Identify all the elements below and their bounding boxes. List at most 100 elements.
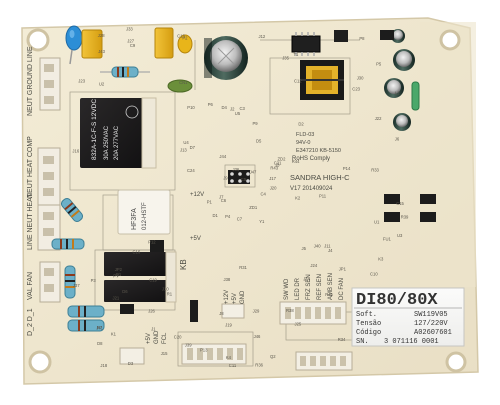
designator-label: J22	[375, 116, 382, 121]
sticker-codigo-value: A02607601	[414, 329, 452, 337]
designator-label: P8	[359, 36, 365, 41]
designator-label: Q2	[270, 354, 276, 359]
blue-capacitor-top	[65, 25, 83, 51]
sticker-soft-label: Soft.	[356, 311, 377, 319]
designator-label: J3	[275, 163, 280, 168]
designator-label: K3	[378, 257, 384, 262]
label-neut-heat-comp: NEUT HEAT COMP	[27, 136, 34, 198]
designator-label: J17	[269, 176, 276, 181]
designator-label: R39	[401, 215, 409, 220]
film-capacitor-c6	[154, 27, 174, 59]
designator-label: D4	[222, 105, 228, 110]
silk-bottom-3: FCL	[162, 332, 168, 344]
bottom-connectors	[119, 301, 353, 371]
transformer	[300, 60, 344, 100]
designator-label: JP1	[339, 267, 347, 272]
designator-label: J23	[78, 79, 85, 84]
silkscreen-text: SANDRA HIGH-C V17 201409024 RoHS Comply …	[146, 132, 350, 344]
blue-capacitors	[65, 25, 83, 65]
designator-label: J30	[357, 76, 364, 81]
designator-label: C7	[237, 217, 243, 222]
silk-rohs: RoHS Comply	[292, 156, 330, 162]
designator-label: L2	[395, 90, 400, 95]
silk-94v0: 94V-0	[296, 140, 310, 146]
designator-label: C12	[294, 78, 302, 83]
designator-label: P11	[319, 193, 327, 198]
designator-label: D5	[256, 138, 262, 143]
designator-label: FU1	[383, 237, 392, 242]
designator-label: P14	[343, 166, 351, 171]
designator-label: P10	[187, 105, 195, 110]
designator-label: J35	[282, 55, 289, 60]
silk-conn-label-3: FRZ SEN	[306, 274, 312, 300]
designator-label: R44	[292, 159, 300, 164]
designator-label: J44	[219, 154, 226, 159]
designator-label: U1	[374, 219, 380, 224]
designator-label: Y1	[259, 219, 265, 224]
designator-label: J33	[126, 26, 133, 31]
resistor-r-top	[100, 66, 150, 78]
designator-label: P12	[148, 240, 156, 245]
designator-label: P4	[225, 214, 231, 219]
sticker-soft-value: SW119V05	[414, 311, 448, 319]
designator-label: R43	[270, 166, 278, 171]
designator-label: C20	[174, 335, 182, 340]
mount-hole-top-right	[439, 29, 461, 51]
designator-label: J15	[161, 351, 168, 356]
designator-label: J10	[162, 287, 169, 292]
designator-label: C4	[261, 192, 267, 197]
silk-kb-mark: KB	[179, 259, 188, 270]
designator-label: J24	[310, 263, 317, 268]
designator-label: C10	[370, 271, 378, 276]
designator-label: P7	[113, 274, 119, 279]
product-sticker: DI80/80X Soft. SW119V05 Tensão 127/220V …	[351, 287, 465, 347]
designator-label: J5	[302, 246, 307, 251]
designator-label: J6	[395, 137, 400, 142]
designator-label: C23	[352, 87, 360, 92]
electrolytic-capacitor-large	[204, 36, 248, 80]
designator-label: Q1	[116, 272, 122, 277]
designator-label: J36	[233, 167, 240, 172]
designator-label: R36	[255, 363, 263, 368]
designator-labels: C7C6R7R43R1T1C3C4C9L2D1D2D3D4D5D6D7D8J1J…	[72, 26, 409, 368]
designator-label: J2	[230, 106, 235, 111]
designator-label: D2	[298, 122, 304, 127]
connector-small	[221, 303, 245, 319]
sticker-codigo-label: Código	[356, 329, 381, 337]
label-line-neut-heat: LINE NEUT HEAT	[27, 193, 34, 250]
designator-label: T1	[294, 52, 300, 57]
designator-label: ZD1	[249, 205, 258, 210]
designator-label: J14	[303, 277, 310, 282]
sticker-sn-value: 3 071116 0001	[384, 338, 439, 346]
connector-p7	[119, 347, 145, 365]
silk-fld: FLD-03	[296, 132, 314, 138]
silk-plus5v-b: +5V	[232, 293, 238, 304]
silk-plus12v: +12V	[190, 192, 204, 198]
mount-hole-bottom-right	[445, 351, 467, 373]
silk-conn-label-1: SW WD	[284, 278, 290, 300]
silk-conn-label-5: AMB SEN	[328, 273, 334, 300]
designator-label: P13	[200, 348, 208, 353]
designator-label: J43	[98, 49, 105, 54]
silk-version: V17 201409024	[290, 186, 333, 192]
silk-ul: E347210 KB-5150	[296, 148, 341, 154]
designator-label: J21	[113, 296, 120, 301]
sticker-tensao-label: Tensão	[356, 320, 381, 328]
designator-label: P3	[91, 278, 97, 283]
ic-u1	[291, 30, 348, 56]
designator-label: P6	[208, 102, 214, 107]
designator-label: J1	[151, 327, 156, 332]
film-capacitor-c7	[81, 29, 103, 59]
designator-label: CN1	[179, 80, 188, 85]
designator-label: J26	[148, 308, 155, 313]
designator-label: J27	[127, 39, 134, 44]
lower-relays	[104, 251, 177, 303]
designator-label: K4	[226, 355, 232, 360]
main-relay: 832A-1C-F-S 12VDC 30A 250VAC 20A 277VAC	[80, 97, 157, 169]
label-val-fan: VAL FAN	[27, 272, 34, 300]
silk-bottom-1: +5V	[146, 333, 152, 344]
designator-label: P9	[253, 121, 259, 126]
designator-label: U5	[235, 111, 241, 116]
designator-label: J40	[314, 243, 321, 248]
